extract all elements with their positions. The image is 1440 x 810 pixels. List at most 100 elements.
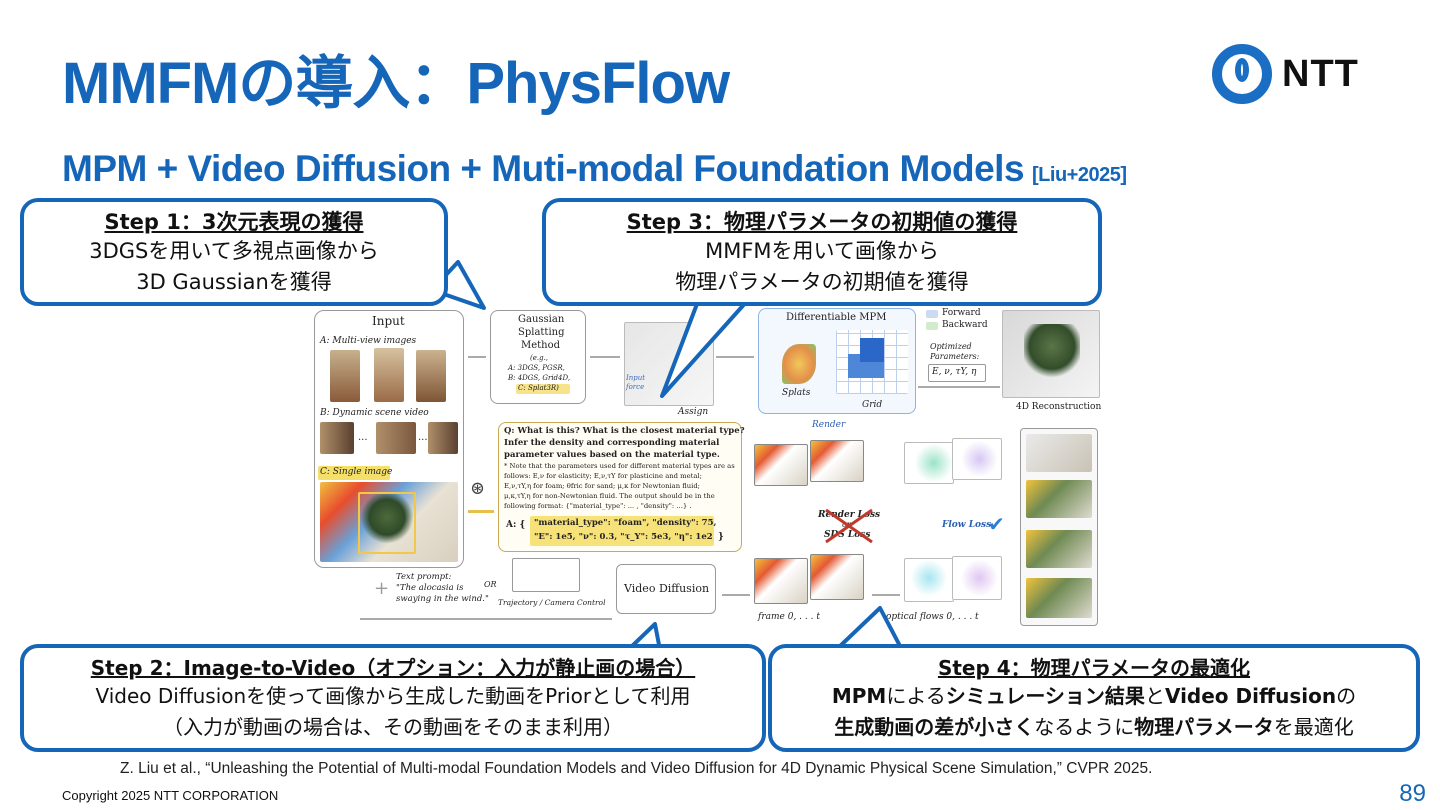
- plus-icon: +: [374, 578, 390, 599]
- step4-l1-d: と: [1144, 684, 1165, 708]
- flow-frame-1: [904, 442, 954, 484]
- step4-l1-f: の: [1336, 684, 1357, 708]
- arrow-diffusion-to-frames: [722, 594, 750, 596]
- trajectory-label: Trajectory / Camera Control: [498, 598, 606, 607]
- recon-seq-4: [1026, 578, 1092, 618]
- flow-loss-label: Flow Loss: [942, 520, 992, 530]
- video-frame-3: [428, 422, 458, 454]
- recon-label: 4D Reconstruction: [1016, 402, 1102, 412]
- text-prompt-3: swaying in the wind.": [396, 594, 489, 604]
- render-frame-1: [754, 444, 808, 486]
- page-number: 89: [1399, 780, 1426, 807]
- step4-line-1: MPMによるシミュレーション結果とVideo Diffusionの: [772, 681, 1416, 712]
- video-ellipsis-2: ...: [418, 432, 428, 443]
- video-frame-2: [376, 422, 416, 454]
- video-ellipsis: ...: [358, 432, 368, 443]
- subtitle-text: MPM + Video Diffusion + Muti-modal Found…: [62, 148, 1025, 189]
- gen-flow-frame-2: [952, 556, 1002, 600]
- subtitle-citation: [Liu+2025]: [1032, 164, 1127, 186]
- recon-seq-2: [1026, 480, 1092, 518]
- video-diffusion-label: Video Diffusion: [624, 582, 710, 595]
- text-prompt-1: Text prompt:: [396, 572, 452, 582]
- note-5: following format: {"material_type": ... …: [504, 502, 692, 510]
- ntt-logo: NTT: [1212, 44, 1359, 104]
- step4-l1-c: シミュレーション結果: [945, 684, 1145, 708]
- input-title: Input: [372, 314, 405, 328]
- arrow-cube-to-mpm: [716, 356, 754, 358]
- splats-label: Splats: [782, 388, 811, 398]
- step2-line-2: （入力が動画の場合は、その動画をそのまま利用）: [163, 715, 623, 739]
- step2-callout: Step 2：Image-to-Video（オプション：入力が静止画の場合） V…: [20, 644, 766, 752]
- multi-view-image-1: [330, 350, 360, 402]
- render-label: Render: [812, 420, 846, 430]
- mpm-grid: [836, 330, 908, 394]
- arrow-gs-to-cube: [590, 356, 620, 358]
- splats-shape: [782, 344, 816, 384]
- single-image-label-bg: [318, 466, 390, 480]
- q-line-1: Q: What is this? What is the closest mat…: [504, 426, 745, 436]
- step3-heading: Step 3：物理パラメータの初期値の獲得: [626, 210, 1018, 234]
- backward-label: Backward: [942, 320, 988, 330]
- step4-l1-a: MPM: [831, 684, 887, 708]
- arrow-frames-to-flows: [872, 594, 900, 596]
- step4-l2-d: を最適化: [1273, 715, 1354, 739]
- render-loss-label: Render Loss: [818, 510, 881, 520]
- gs-b: B: 4DGS, Grid4D,: [508, 374, 571, 382]
- grid-label: Grid: [862, 400, 883, 410]
- answer-line-2: "E": 1e5, "ν": 0.3, "τ_Y": 5e3, "η": 1e2: [534, 532, 713, 542]
- or-label: OR: [484, 580, 497, 589]
- gs-eg: (e.g.,: [530, 354, 549, 362]
- chatgpt-icon: ⊛: [470, 478, 486, 499]
- video-diffusion-box: [616, 564, 716, 614]
- optimized-params: E, ν, τY, η: [932, 367, 977, 377]
- step4-l2-c: 物理パラメータ: [1134, 715, 1274, 739]
- input-force-label-2: force: [626, 383, 645, 391]
- forward-legend-swatch: [926, 310, 938, 318]
- note-2: follows: E,ν for elasticity; E,ν,τY for …: [504, 472, 702, 480]
- multi-view-label: A: Multi-view images: [320, 336, 417, 346]
- generated-frame-2: [810, 554, 864, 600]
- step1-line-2: 3D Gaussianを獲得: [136, 270, 332, 294]
- answer-prefix: A: {: [506, 520, 526, 530]
- gs-title-3: Method: [521, 340, 561, 351]
- text-prompt-2: "The alocasia is: [396, 583, 464, 593]
- reference-citation: Z. Liu et al., “Unleashing the Potential…: [120, 760, 1153, 777]
- answer-suffix: }: [718, 532, 724, 542]
- step1-line-1: 3DGSを用いて多視点画像から: [89, 239, 379, 263]
- checkmark-icon: ✔: [988, 512, 1005, 536]
- step2-line-1: Video Diffusionを使って画像から生成した動画をPriorとして利用: [95, 684, 691, 708]
- optimized-label-2: Parameters:: [930, 352, 980, 361]
- q-line-3: parameter values based on the material t…: [504, 450, 720, 460]
- step3-callout: Step 3：物理パラメータの初期値の獲得 MMFMを用いて画像から 物理パラメ…: [542, 198, 1102, 306]
- ntt-logo-text: NTT: [1282, 52, 1359, 95]
- flows-label: optical flows 0, . . . t: [886, 612, 979, 622]
- step2-heading: Step 2：Image-to-Video（オプション：入力が静止画の場合）: [90, 656, 696, 680]
- slide-subtitle: MPM + Video Diffusion + Muti-modal Found…: [62, 148, 1127, 190]
- gs-a: A: 3DGS, PGSR,: [508, 364, 565, 372]
- step1-callout: Step 1：3次元表現の獲得 3DGSを用いて多視点画像から 3D Gauss…: [20, 198, 448, 306]
- q-line-2: Infer the density and corresponding mate…: [504, 438, 720, 448]
- plant-in-image: [358, 492, 416, 554]
- gs-c: C: Splat3R): [518, 384, 559, 392]
- sds-loss-label: SDS Loss: [824, 530, 871, 540]
- step3-line-1: MMFMを用いて画像から: [705, 239, 939, 263]
- ntt-logo-icon: [1212, 44, 1272, 104]
- note-1: * Note that the parameters used for diff…: [504, 462, 735, 470]
- optimized-label-1: Optimized: [930, 342, 972, 351]
- step1-heading: Step 1：3次元表現の獲得: [104, 210, 364, 234]
- multi-view-image-2: [374, 348, 404, 402]
- arrow-input-to-gs: [468, 356, 486, 358]
- multi-view-image-3: [416, 350, 446, 402]
- step3-line-2: 物理パラメータの初期値を獲得: [675, 270, 969, 294]
- trajectory-box: [512, 558, 580, 592]
- arrow-single-to-query: [468, 510, 494, 513]
- generated-frame-1: [754, 558, 808, 604]
- reconstruction-plant: [1024, 324, 1080, 388]
- backward-legend-swatch: [926, 322, 938, 330]
- mpm-title: Differentiable MPM: [786, 312, 887, 323]
- loss-cross-icon: [825, 508, 873, 544]
- assign-label: Assign: [678, 407, 709, 417]
- recon-seq-3: [1026, 530, 1092, 568]
- copyright: Copyright 2025 NTT CORPORATION: [62, 788, 279, 803]
